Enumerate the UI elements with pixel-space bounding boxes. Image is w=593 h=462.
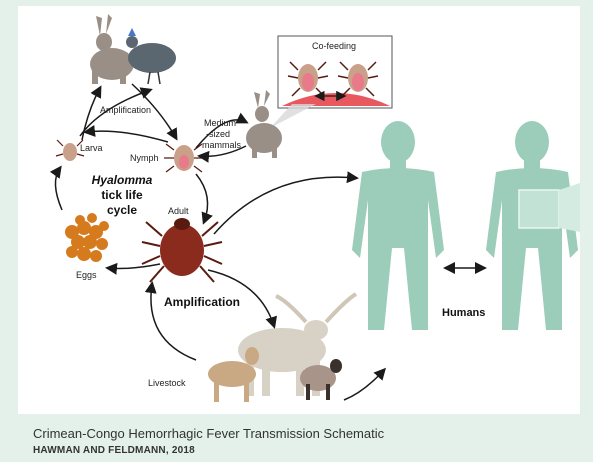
amplification-bottom-label: Amplification bbox=[164, 295, 240, 309]
adult-label: Adult bbox=[168, 206, 189, 216]
co-feeding-inset: Co-feeding bbox=[278, 36, 392, 108]
humans-label: Humans bbox=[442, 307, 485, 319]
zoom-wedge bbox=[559, 183, 580, 232]
cattle-icon bbox=[238, 294, 356, 396]
figure-credit: HAWMAN AND FELDMANN, 2018 bbox=[33, 445, 195, 456]
life-cycle-label-2: tick life bbox=[101, 188, 143, 202]
life-cycle-label-1: Hyalomma bbox=[92, 173, 153, 187]
nymph-label: Nymph bbox=[130, 153, 159, 163]
guinea-fowl-icon bbox=[126, 28, 176, 84]
eggs-label: Eggs bbox=[76, 270, 97, 280]
rabbit-icon bbox=[90, 14, 134, 84]
egg-cluster-icon bbox=[65, 213, 109, 262]
larva-label: Larva bbox=[80, 143, 103, 153]
medium-sized-label-2: -sized bbox=[206, 129, 230, 139]
livestock-label: Livestock bbox=[148, 378, 186, 388]
tick-icon bbox=[164, 144, 204, 172]
medium-sized-label-1: Medium bbox=[204, 118, 236, 128]
medium-sized-label-3: mammals bbox=[202, 140, 242, 150]
amplification-top-label: Amplification bbox=[100, 105, 151, 115]
figure-caption: Crimean-Congo Hemorrhagic Fever Transmis… bbox=[33, 426, 384, 441]
co-feeding-label: Co-feeding bbox=[312, 41, 356, 51]
human-silhouette-icon bbox=[352, 121, 444, 330]
tick-icon bbox=[142, 218, 222, 282]
life-cycle-label-3: cycle bbox=[107, 203, 137, 217]
zoom-box bbox=[519, 190, 559, 228]
